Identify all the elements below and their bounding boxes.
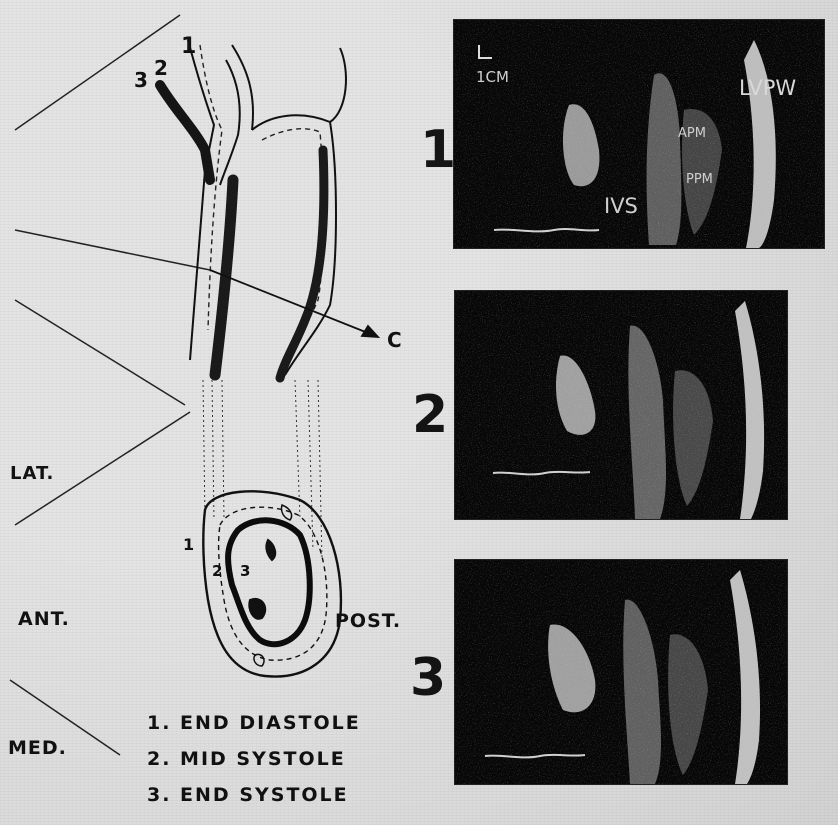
- panel-number-2: 2: [412, 385, 448, 445]
- panel-number-1: 1: [420, 120, 456, 180]
- echo-image-1: [454, 20, 824, 248]
- guide-line: [15, 300, 185, 405]
- orientation-anterior: ANT.: [18, 608, 70, 630]
- orientation-medial: MED.: [8, 737, 67, 759]
- echo-image-2: [455, 291, 787, 519]
- long-axis-view: [160, 40, 346, 560]
- arrow-to-c: [210, 270, 378, 337]
- echo-panel-2: [455, 291, 787, 519]
- slice-label-2: 2: [154, 56, 169, 80]
- cross-section-label-1: 1: [183, 535, 195, 554]
- cross-section-label-3: 3: [240, 562, 251, 580]
- label-ivs: IVS: [604, 194, 638, 218]
- cross-section-label-2: 2: [212, 562, 223, 580]
- heart-schematic: [0, 0, 450, 825]
- echo-panel-1: 1CM LVPW APM PPM IVS: [454, 20, 824, 248]
- legend-mid-systole: 2. MID SYSTOLE: [147, 748, 346, 770]
- label-ppm: PPM: [686, 172, 713, 187]
- legend-end-diastole: 1. END DIASTOLE: [147, 712, 361, 734]
- panel-number-3: 3: [410, 648, 446, 708]
- orientation-posterior: POST.: [335, 610, 401, 632]
- legend-end-systole: 3. END SYSTOLE: [147, 784, 349, 806]
- short-axis-cross-section: [203, 491, 341, 676]
- arrow-label-c: C: [387, 328, 403, 352]
- scale-label: 1CM: [476, 68, 509, 86]
- echo-panel-3: [455, 560, 787, 784]
- echo-image-3: [455, 560, 787, 784]
- label-apm: APM: [678, 126, 706, 141]
- slice-label-3: 3: [134, 68, 149, 92]
- orientation-lateral: LAT.: [10, 463, 54, 484]
- slice-label-1: 1: [181, 34, 197, 59]
- label-lvpw: LVPW: [739, 76, 796, 100]
- guide-line: [15, 230, 210, 270]
